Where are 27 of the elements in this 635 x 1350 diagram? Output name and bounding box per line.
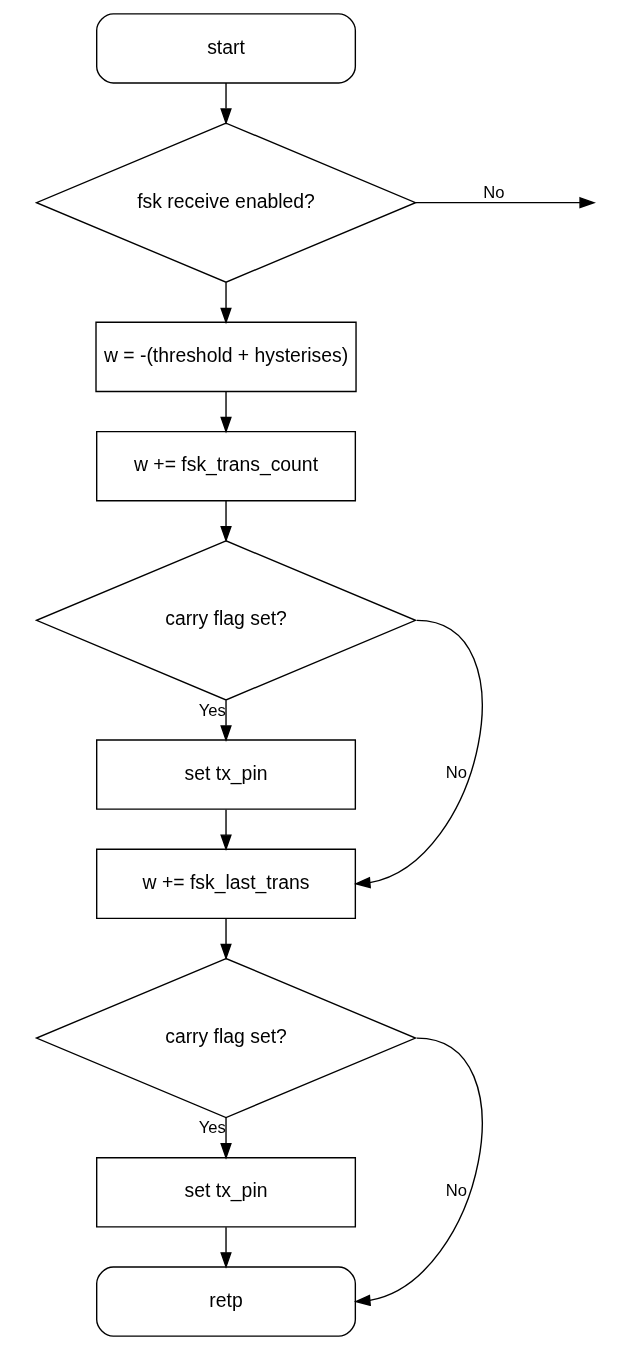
node-box: w += fsk_trans_count [95, 430, 356, 502]
arrow [219, 391, 232, 434]
arrow [219, 500, 232, 543]
node-box: set tx_pin [95, 1157, 356, 1228]
arrow [219, 917, 232, 961]
arrow [219, 82, 232, 125]
edge-label: No [445, 1180, 467, 1200]
node-box: set tx_pin [95, 739, 356, 810]
arrow [219, 281, 232, 325]
arrow [414, 196, 596, 209]
edge-label: No [482, 182, 504, 202]
arrow [219, 1226, 232, 1269]
arrow [353, 619, 483, 889]
node-box: w = -(threshold + hysterises) [94, 321, 357, 393]
edge-label: No [445, 763, 467, 783]
edge-label: Yes [198, 700, 226, 720]
arrow [219, 1117, 232, 1160]
edge-label: Yes [198, 1118, 226, 1138]
arrow [353, 1037, 483, 1307]
node-box: start [95, 13, 356, 84]
node-diamond: carry flag set? [34, 540, 417, 701]
node-box: retp [95, 1266, 356, 1337]
node-box: w += fsk_last_trans [95, 848, 356, 920]
arrow [219, 699, 232, 742]
node-diamond: fsk receive enabled? [34, 122, 417, 283]
node-diamond: carry flag set? [34, 957, 417, 1119]
arrow [219, 808, 232, 852]
